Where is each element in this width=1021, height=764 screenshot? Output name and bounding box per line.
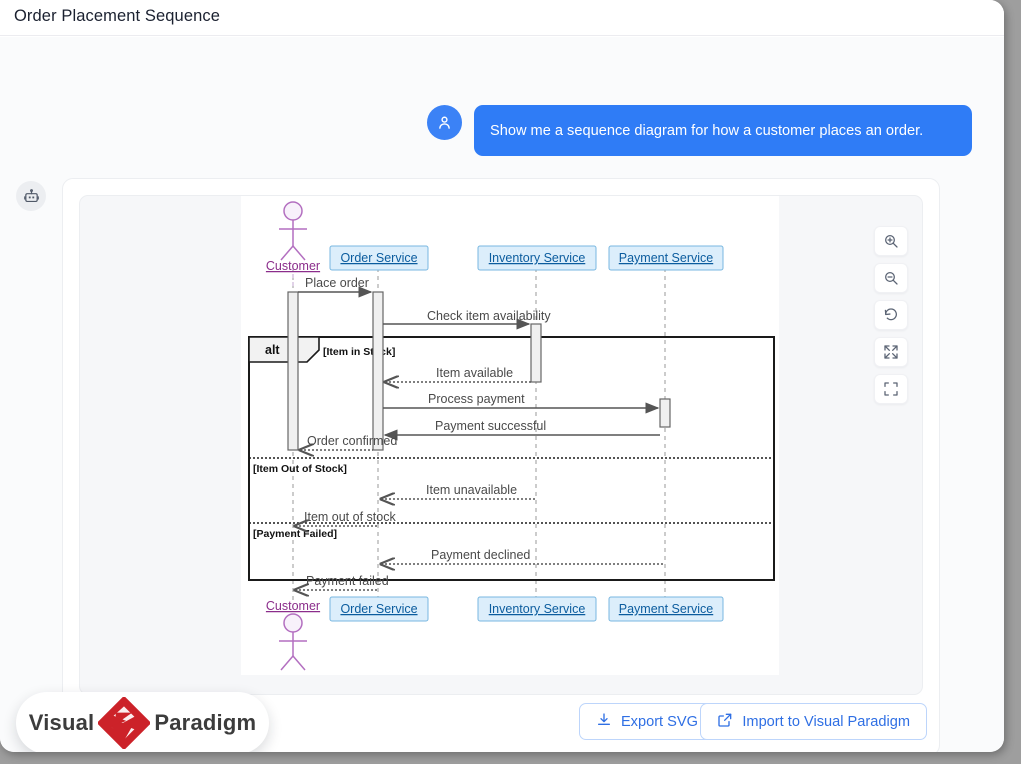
visual-paradigm-diamond-logo — [98, 697, 151, 749]
activation-bars — [287, 291, 671, 451]
participant-label-payment-top: Payment Service — [619, 251, 714, 265]
action-bar: Export SVG Import to Visual Paradigm — [63, 703, 941, 743]
robot-icon — [16, 181, 46, 211]
external-link-icon — [717, 712, 733, 732]
brand-word-visual: Visual — [28, 710, 95, 735]
app-window: Order Placement Sequence Show me a seque… — [0, 0, 1004, 752]
participant-boxes-top: Order Service Inventory Service Payment … — [329, 245, 724, 271]
reset-icon[interactable] — [874, 300, 908, 330]
export-svg-label: Export SVG — [620, 713, 698, 730]
actor-label-customer-bottom: Customer — [266, 599, 320, 613]
message-label-item-available: Item available — [436, 366, 513, 380]
visual-paradigm-badge: Visual Paradigm — [16, 692, 269, 752]
import-to-visual-paradigm-button[interactable]: Import to Visual Paradigm — [700, 703, 927, 740]
message-label-payment-successful: Payment successful — [435, 419, 546, 433]
message-label-payment-failed: Payment failed — [306, 574, 389, 588]
message-label-check-item-availability: Check item availability — [427, 309, 551, 323]
participant-boxes-bottom: Order Service Inventory Service Payment … — [329, 596, 724, 622]
message-label-payment-declined: Payment declined — [431, 548, 530, 562]
zoom-in-icon[interactable] — [874, 226, 908, 256]
message-label-process-payment: Process payment — [428, 392, 525, 406]
fragment-guard-2: [Item Out of Stock] — [253, 463, 347, 475]
brand-word-paradigm: Paradigm — [154, 710, 257, 735]
sequence-diagram-svg: Customer Order Service Inventory Service… — [241, 196, 779, 675]
messages — [295, 286, 665, 590]
message-label-place-order: Place order — [305, 276, 369, 290]
participant-label-order-bottom: Order Service — [340, 602, 417, 616]
actor-customer-top — [279, 201, 307, 261]
participant-label-inventory-bottom: Inventory Service — [489, 602, 586, 616]
import-label: Import to Visual Paradigm — [742, 713, 910, 730]
participant-label-inventory-top: Inventory Service — [489, 251, 586, 265]
fragment-guard-3: [Payment Failed] — [253, 528, 337, 540]
diagram-answer-card: Customer Order Service Inventory Service… — [62, 178, 940, 752]
page-title: Order Placement Sequence — [14, 7, 221, 25]
zoom-out-icon[interactable] — [874, 263, 908, 293]
fullscreen-icon[interactable] — [874, 374, 908, 404]
message-labels: Place order Check item availability Item… — [304, 276, 551, 588]
message-label-item-unavailable: Item unavailable — [426, 483, 517, 497]
expand-icon[interactable] — [874, 337, 908, 367]
zoom-controls[interactable] — [874, 226, 908, 404]
person-icon — [427, 105, 462, 140]
message-label-item-out-of-stock: Item out of stock — [304, 510, 396, 524]
actor-label-customer-top: Customer — [266, 259, 320, 273]
fragment-guard-1: [Item in Stock] — [323, 346, 395, 358]
chat-area: Show me a sequence diagram for how a cus… — [0, 37, 1004, 752]
titlebar: Order Placement Sequence — [0, 0, 1004, 36]
user-message-bubble: Show me a sequence diagram for how a cus… — [474, 105, 972, 156]
alt-fragment: alt [Item in Stock] [Item Out of Stock] … — [248, 336, 775, 581]
participant-label-order-top: Order Service — [340, 251, 417, 265]
fragment-operator-label: alt — [265, 343, 280, 357]
export-svg-button[interactable]: Export SVG — [578, 703, 715, 740]
download-icon — [596, 712, 612, 732]
user-message-text: Show me a sequence diagram for how a cus… — [490, 122, 924, 139]
actor-customer-bottom — [279, 613, 307, 671]
message-label-order-confirmed: Order confirmed — [307, 434, 397, 448]
diagram-canvas[interactable]: Customer Order Service Inventory Service… — [79, 195, 923, 695]
participant-label-payment-bottom: Payment Service — [619, 602, 714, 616]
